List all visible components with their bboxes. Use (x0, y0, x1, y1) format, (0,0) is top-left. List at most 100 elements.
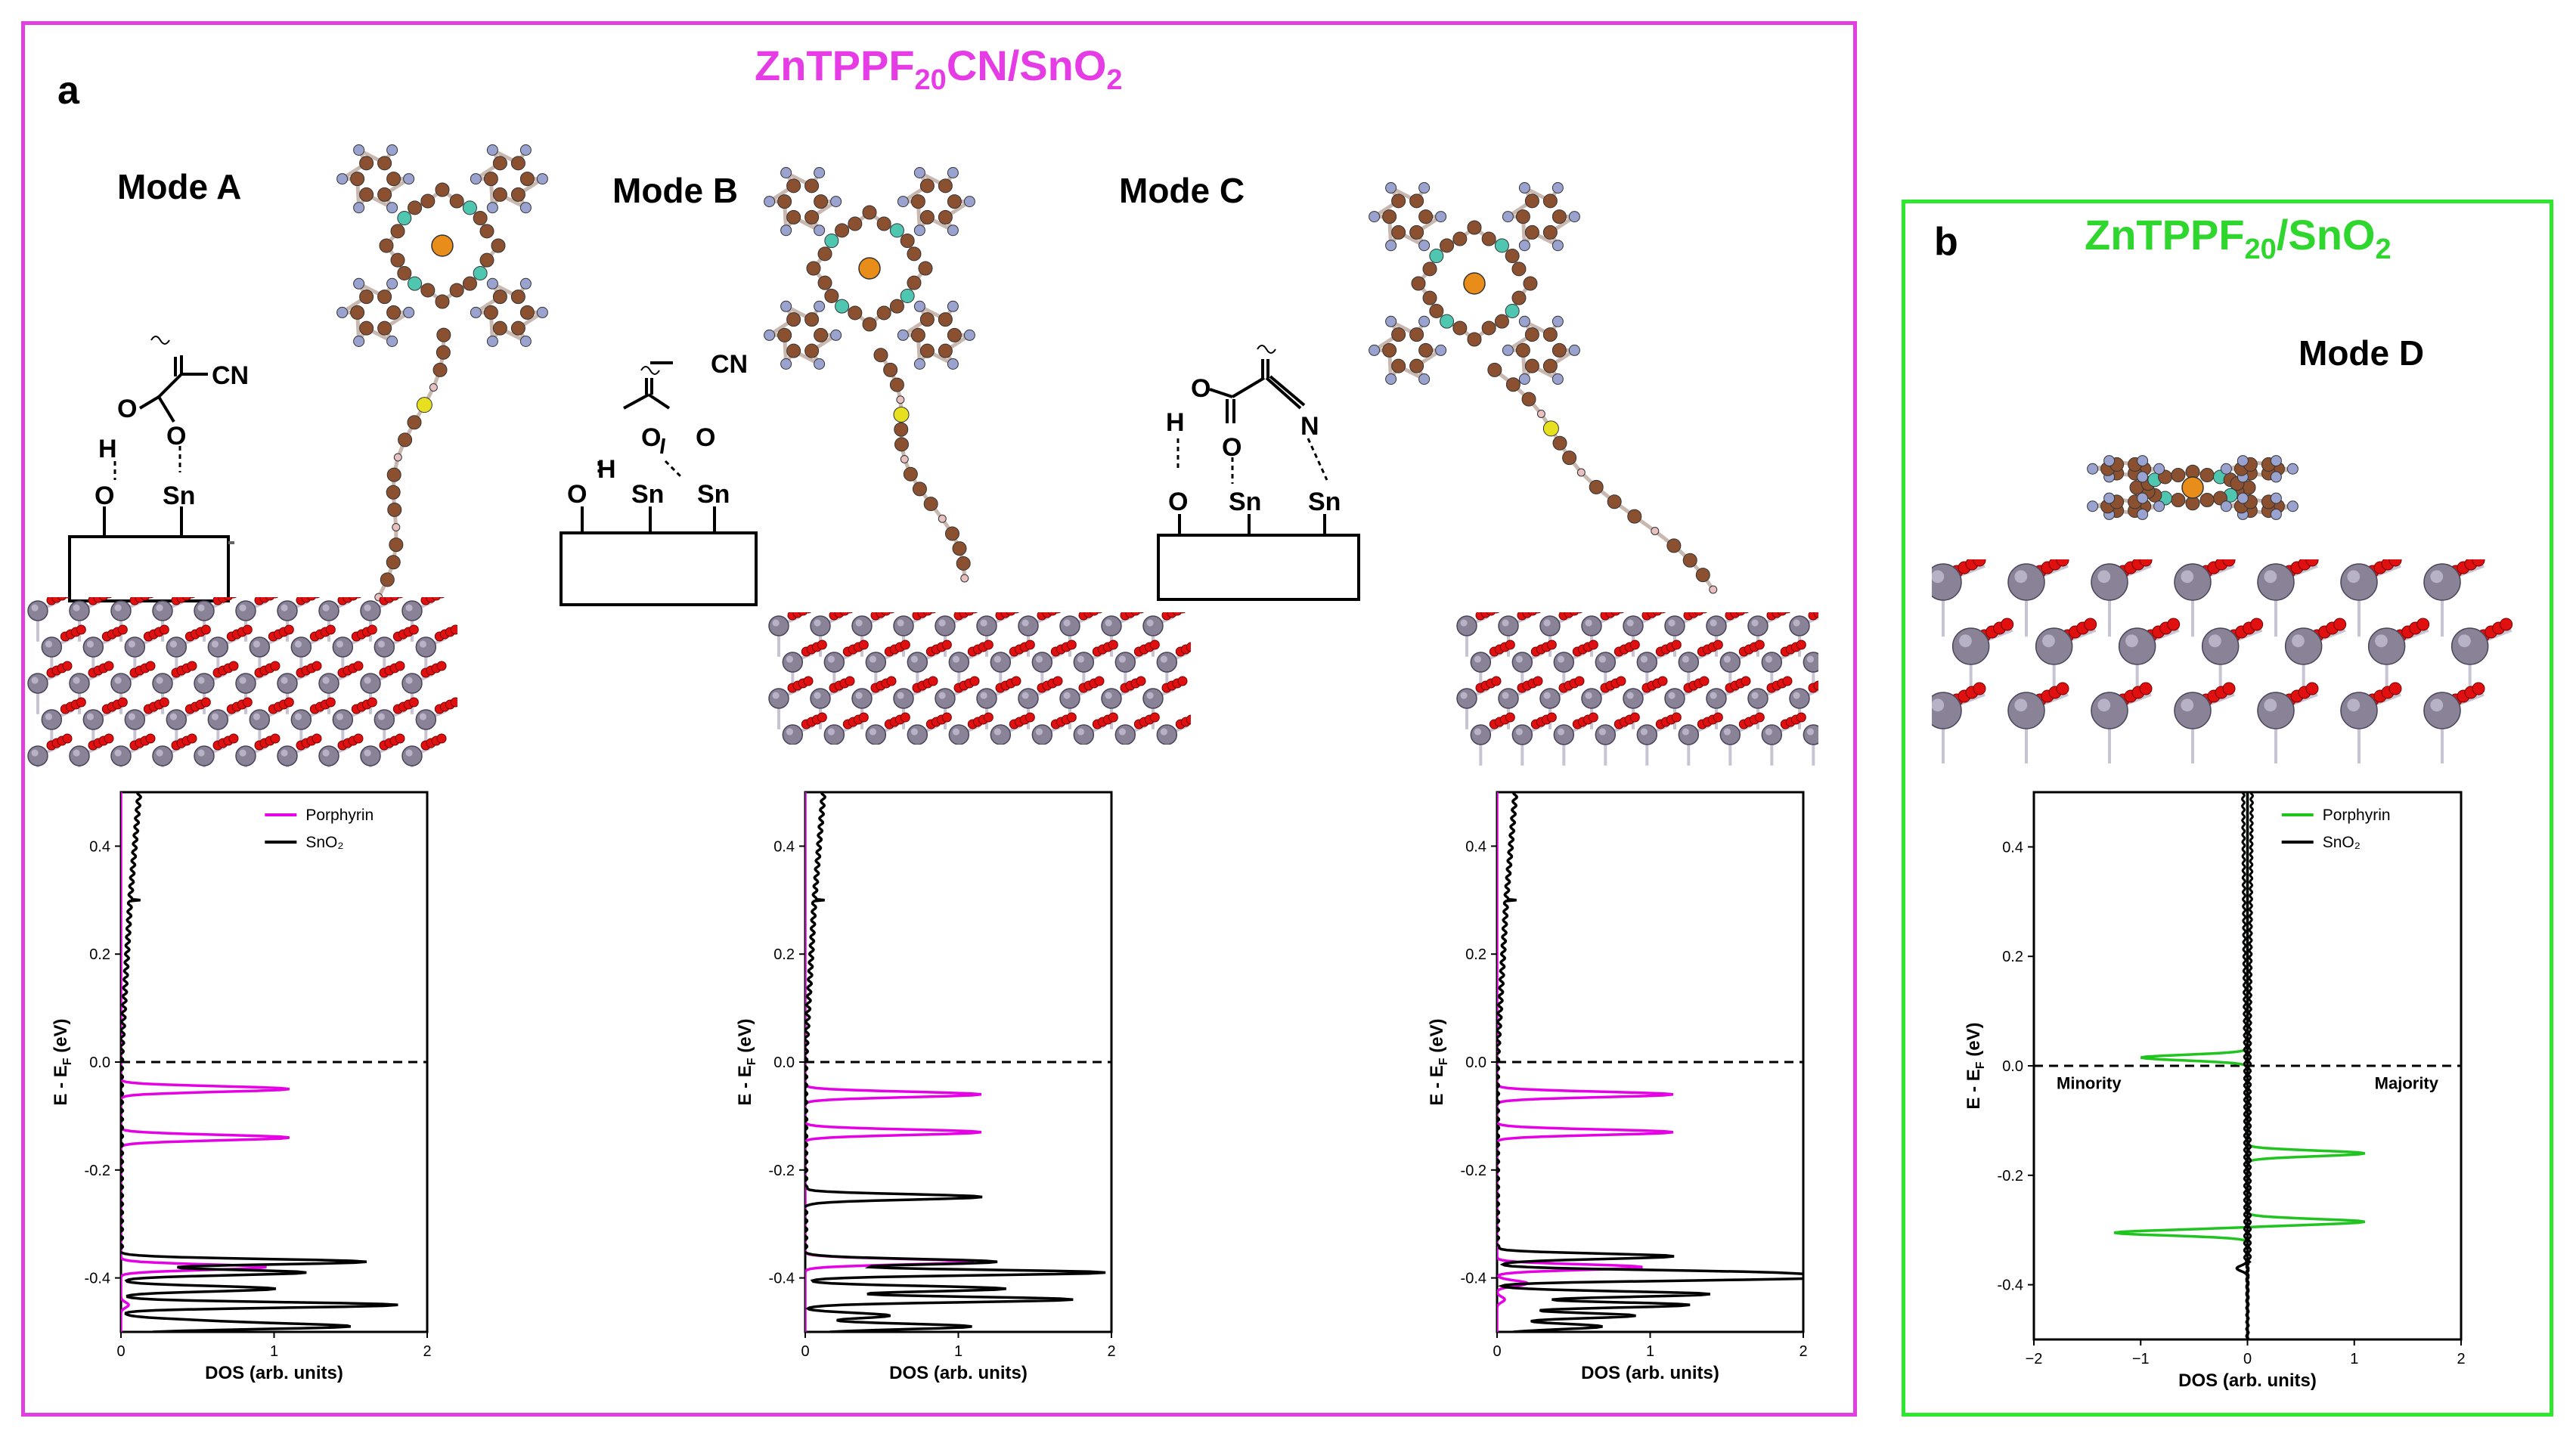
panel-a-letter: a (57, 69, 79, 113)
schematic-c-n: N (1300, 412, 1319, 441)
y-axis-label: E - EF (eV) (1427, 1018, 1450, 1105)
series-sno-line (2235, 792, 2249, 1339)
schematic-a-sn: Sn (163, 482, 195, 510)
molecule-c-illustration (1369, 182, 1718, 594)
schematic-b-sn2: Sn (697, 480, 730, 509)
x-axis-label: DOS (arb. units) (1581, 1363, 1719, 1383)
sno2-slab-a-illustration (27, 597, 457, 767)
minority-label: Minority (2057, 1073, 2122, 1092)
y-tick-label: 0.0 (2002, 1058, 2023, 1075)
sno2-slab-c-illustration (1456, 612, 1818, 766)
majority-label: Majority (2375, 1073, 2439, 1092)
mode-c-schematic: O O N H O Sn Sn (1157, 345, 1360, 601)
y-tick-label: -0.2 (1998, 1168, 2023, 1185)
panel-b-title: ZnTPPF20/SnO2 (2085, 211, 2392, 266)
y-tick-label: -0.2 (85, 1163, 110, 1179)
y-tick-label: 0.2 (773, 946, 795, 963)
series-sno-line (805, 792, 1106, 1332)
schematic-b-o1: O (641, 423, 661, 452)
schematic-c-o1: O (1191, 374, 1211, 403)
x-tick-label: 2 (423, 1343, 431, 1360)
x-tick-label: 1 (2350, 1351, 2358, 1367)
schematic-a-cn: CN (212, 361, 249, 390)
x-tick-label: −1 (2132, 1351, 2150, 1367)
y-tick-label: 0.4 (773, 838, 795, 855)
x-tick-label: 0 (801, 1343, 809, 1360)
panel-b-frame (1902, 200, 2553, 1417)
molecule-a-illustration (336, 144, 548, 602)
sno2-slab-d-illustration (1932, 559, 2513, 763)
mode-a-schematic: CN O O H O Sn (68, 336, 249, 602)
y-tick-label: -0.2 (1461, 1163, 1486, 1179)
x-tick-label: 1 (954, 1343, 963, 1360)
mode-b-label: Mode B (612, 171, 739, 210)
y-tick-label: -0.4 (769, 1271, 795, 1287)
schematic-c-o3: O (1168, 488, 1188, 516)
x-tick-label: 0 (116, 1343, 125, 1360)
mode-b-schematic: CN O O O H Sn Sn (560, 350, 758, 606)
schematic-a-o3: O (95, 482, 114, 510)
molecule-d-illustration (2087, 455, 2299, 520)
y-axis-label: E - EF (eV) (1964, 1022, 1987, 1109)
x-tick-label: 1 (270, 1343, 278, 1360)
y-tick-label: -0.4 (1461, 1271, 1486, 1287)
panel-b-letter: b (1934, 220, 1958, 264)
panel-a-frame (21, 21, 1857, 1417)
series-sno-line (121, 792, 398, 1332)
schematic-c-h: H (1166, 408, 1185, 437)
y-tick-label: -0.4 (1998, 1277, 2023, 1294)
y-tick-label: 0.4 (89, 838, 110, 855)
legend-label: SnO₂ (2323, 834, 2361, 851)
x-tick-label: 2 (2457, 1351, 2465, 1367)
mode-c-label: Mode C (1119, 171, 1245, 210)
y-tick-label: 0.0 (773, 1054, 795, 1071)
x-tick-label: 2 (1799, 1343, 1807, 1360)
y-tick-label: 0.4 (1465, 838, 1486, 855)
schematic-b-o3: O (567, 480, 587, 509)
x-tick-label: 2 (1107, 1343, 1115, 1360)
x-axis-label: DOS (arb. units) (889, 1363, 1028, 1383)
panel-a-title: ZnTPPF20CN/SnO2 (755, 42, 1123, 97)
schematic-a-o2: O (166, 422, 186, 451)
y-tick-label: 0.2 (2002, 949, 2023, 965)
x-axis-label: DOS (arb. units) (205, 1363, 343, 1383)
molecule-b-illustration (764, 167, 975, 583)
schematic-a-o1: O (117, 395, 137, 423)
schematic-c-sn2: Sn (1308, 488, 1341, 516)
schematic-c-sn1: Sn (1229, 488, 1261, 516)
series-sno2-majority-background (2245, 792, 2255, 1339)
schematic-c-o2: O (1222, 433, 1242, 462)
x-tick-label: 0 (2243, 1351, 2252, 1367)
y-tick-label: 0.0 (1465, 1054, 1486, 1071)
x-axis-label: DOS (arb. units) (2178, 1370, 2317, 1391)
schematic-b-sn1: Sn (631, 480, 664, 509)
schematic-b-h: H (597, 455, 616, 484)
y-tick-label: -0.4 (85, 1271, 110, 1287)
series-sno-line (1497, 792, 1803, 1332)
sno2-slab-b-illustration (768, 612, 1191, 745)
schematic-b-o2: O (696, 423, 715, 452)
y-tick-label: 0.2 (1465, 946, 1486, 963)
y-axis-label: E - EF (eV) (51, 1018, 74, 1105)
x-tick-label: 1 (1646, 1343, 1654, 1360)
series-sno2-minority-background (2241, 792, 2250, 1339)
schematic-a-h: H (98, 435, 117, 463)
mode-d-label: Mode D (2299, 333, 2425, 373)
legend-label: Porphyrin (305, 807, 374, 824)
legend-label: SnO₂ (305, 834, 343, 851)
y-axis-label: E - EF (eV) (735, 1018, 758, 1105)
mode-a-label: Mode A (117, 167, 242, 206)
x-tick-label: 0 (1493, 1343, 1501, 1360)
y-tick-label: -0.2 (769, 1163, 795, 1179)
schematic-b-cn: CN (711, 350, 748, 379)
x-tick-label: −2 (2026, 1351, 2043, 1367)
y-tick-label: 0.2 (89, 946, 110, 963)
series-porphyrin-line (805, 792, 982, 1332)
y-tick-label: 0.4 (2002, 839, 2023, 856)
y-tick-label: 0.0 (89, 1054, 110, 1071)
legend-label: Porphyrin (2323, 807, 2391, 824)
